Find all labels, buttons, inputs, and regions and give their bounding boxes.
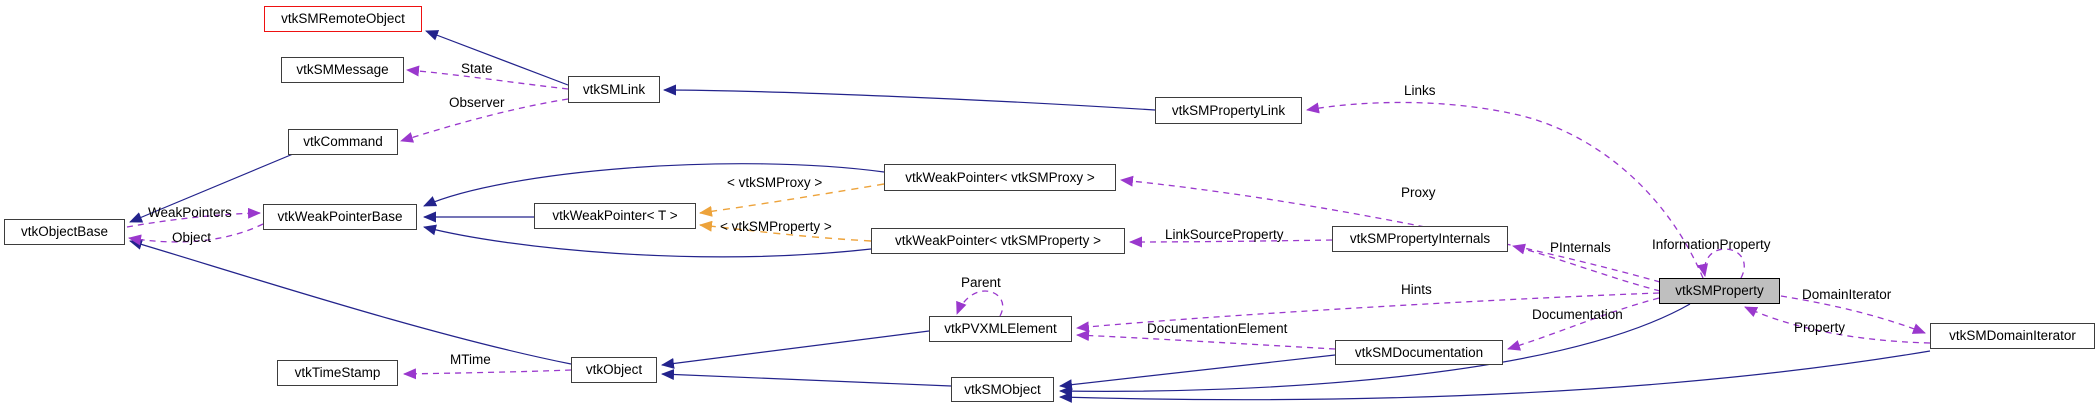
edge-label-pinternals: PInternals [1550, 240, 1611, 255]
node-vtkpvxmlelement[interactable]: vtkPVXMLElement [929, 316, 1072, 342]
edge-usage-informationproperty-selfloop [1697, 248, 1745, 279]
edge-inherit-vtksmproperty-to-vtksmobject [1059, 303, 1691, 397]
edge-inherit-vtkpvxmlelement-to-vtkobject [661, 330, 930, 369]
edge-template-vtksmproperty [699, 220, 872, 242]
edge-label-object: Object [172, 230, 212, 245]
edge-label-property: Property [1794, 320, 1846, 335]
edge-label-weakpointers: WeakPointers [148, 205, 232, 220]
node-vtksmremoteobject[interactable]: vtkSMRemoteObject [264, 6, 422, 32]
node-vtksmpropertyinternals[interactable]: vtkSMPropertyInternals [1332, 226, 1508, 252]
edge-inherit-vtkweakpointerproxy-to-vtkweakpointerbase [423, 163, 885, 207]
edge-inherit-vtksmobject-to-vtkobject [661, 369, 952, 387]
edge-label-documentationelement: DocumentationElement [1147, 321, 1288, 336]
node-vtkcommand[interactable]: vtkCommand [288, 129, 398, 155]
edge-inherit-vtksmdomainiterator-to-vtksmobject [1059, 350, 1931, 403]
edge-usage-mtime [403, 368, 572, 380]
node-vtktimestamp[interactable]: vtkTimeStamp [277, 360, 398, 386]
edge-usage-pinternals [1512, 243, 1661, 292]
edge-inherit-vtksmdocumentation-to-vtksmobject [1059, 354, 1336, 391]
edge-usage-domainiterator [1780, 295, 1926, 334]
edge-label-observer: Observer [449, 95, 505, 110]
edge-usage-state [406, 65, 569, 90]
edge-inherit-vtkweakpointerproperty-to-vtkweakpointerbase [423, 224, 872, 258]
edge-label-hints: Hints [1401, 282, 1432, 297]
node-vtksmobject[interactable]: vtkSMObject [951, 377, 1054, 402]
node-vtkweakpointerproperty[interactable]: vtkWeakPointer< vtkSMProperty > [871, 228, 1125, 254]
edge-usage-property [1744, 306, 1931, 344]
edge-inherit-vtkobject-to-vtkobjectbase [129, 239, 572, 365]
edge-inherit-vtksmlink-to-vtksmremoteobject [425, 30, 569, 86]
edge-label-links: Links [1404, 83, 1436, 98]
node-vtkweakpointert[interactable]: vtkWeakPointer< T > [534, 203, 696, 229]
node-vtksmmessage[interactable]: vtkSMMessage [281, 57, 404, 83]
edge-label-parent: Parent [961, 275, 1001, 290]
edge-label-state: State [461, 61, 493, 76]
edge-label-domainiterator: DomainIterator [1802, 287, 1892, 302]
node-vtkobjectbase[interactable]: vtkObjectBase [4, 219, 125, 245]
edge-label-mtime: MTime [450, 352, 491, 367]
edge-label-informationproperty: InformationProperty [1652, 237, 1771, 252]
edge-inherit-vtksmpropertylink-to-vtksmlink [663, 84, 1156, 111]
node-vtkweakpointerproxy[interactable]: vtkWeakPointer< vtkSMProxy > [884, 164, 1116, 191]
edge-label-vtksmproxy: < vtkSMProxy > [727, 175, 823, 190]
node-vtksmproperty[interactable]: vtkSMProperty [1659, 278, 1780, 304]
edge-usage-hints [1076, 292, 1660, 333]
edge-label-proxy: Proxy [1401, 185, 1436, 200]
edge-inherit-vtkcommand-to-vtkobjectbase [129, 153, 294, 223]
node-vtkobject[interactable]: vtkObject [571, 357, 657, 383]
edge-label-linksourceproperty: LinkSourceProperty [1165, 227, 1284, 242]
edge-label-documentation: Documentation [1532, 307, 1623, 322]
edge-label-vtksmproperty: < vtkSMProperty > [720, 219, 832, 234]
edge-usage-linksourceproperty [1129, 236, 1333, 248]
node-vtksmdomainiterator[interactable]: vtkSMDomainIterator [1930, 323, 2095, 349]
node-vtksmlink[interactable]: vtkSMLink [568, 76, 660, 103]
node-vtkweakpointerbase[interactable]: vtkWeakPointerBase [263, 204, 417, 230]
edge-usage-documentation [1507, 297, 1660, 351]
node-vtksmpropertylink[interactable]: vtkSMPropertyLink [1155, 97, 1302, 124]
edge-usage-object [128, 223, 264, 246]
edge-usage-documentationelement [1076, 330, 1336, 350]
node-vtksmdocumentation[interactable]: vtkSMDocumentation [1335, 340, 1503, 365]
edge-usage-weakpointers [126, 207, 261, 228]
edge-usage-parent-selfloop [956, 290, 1004, 317]
